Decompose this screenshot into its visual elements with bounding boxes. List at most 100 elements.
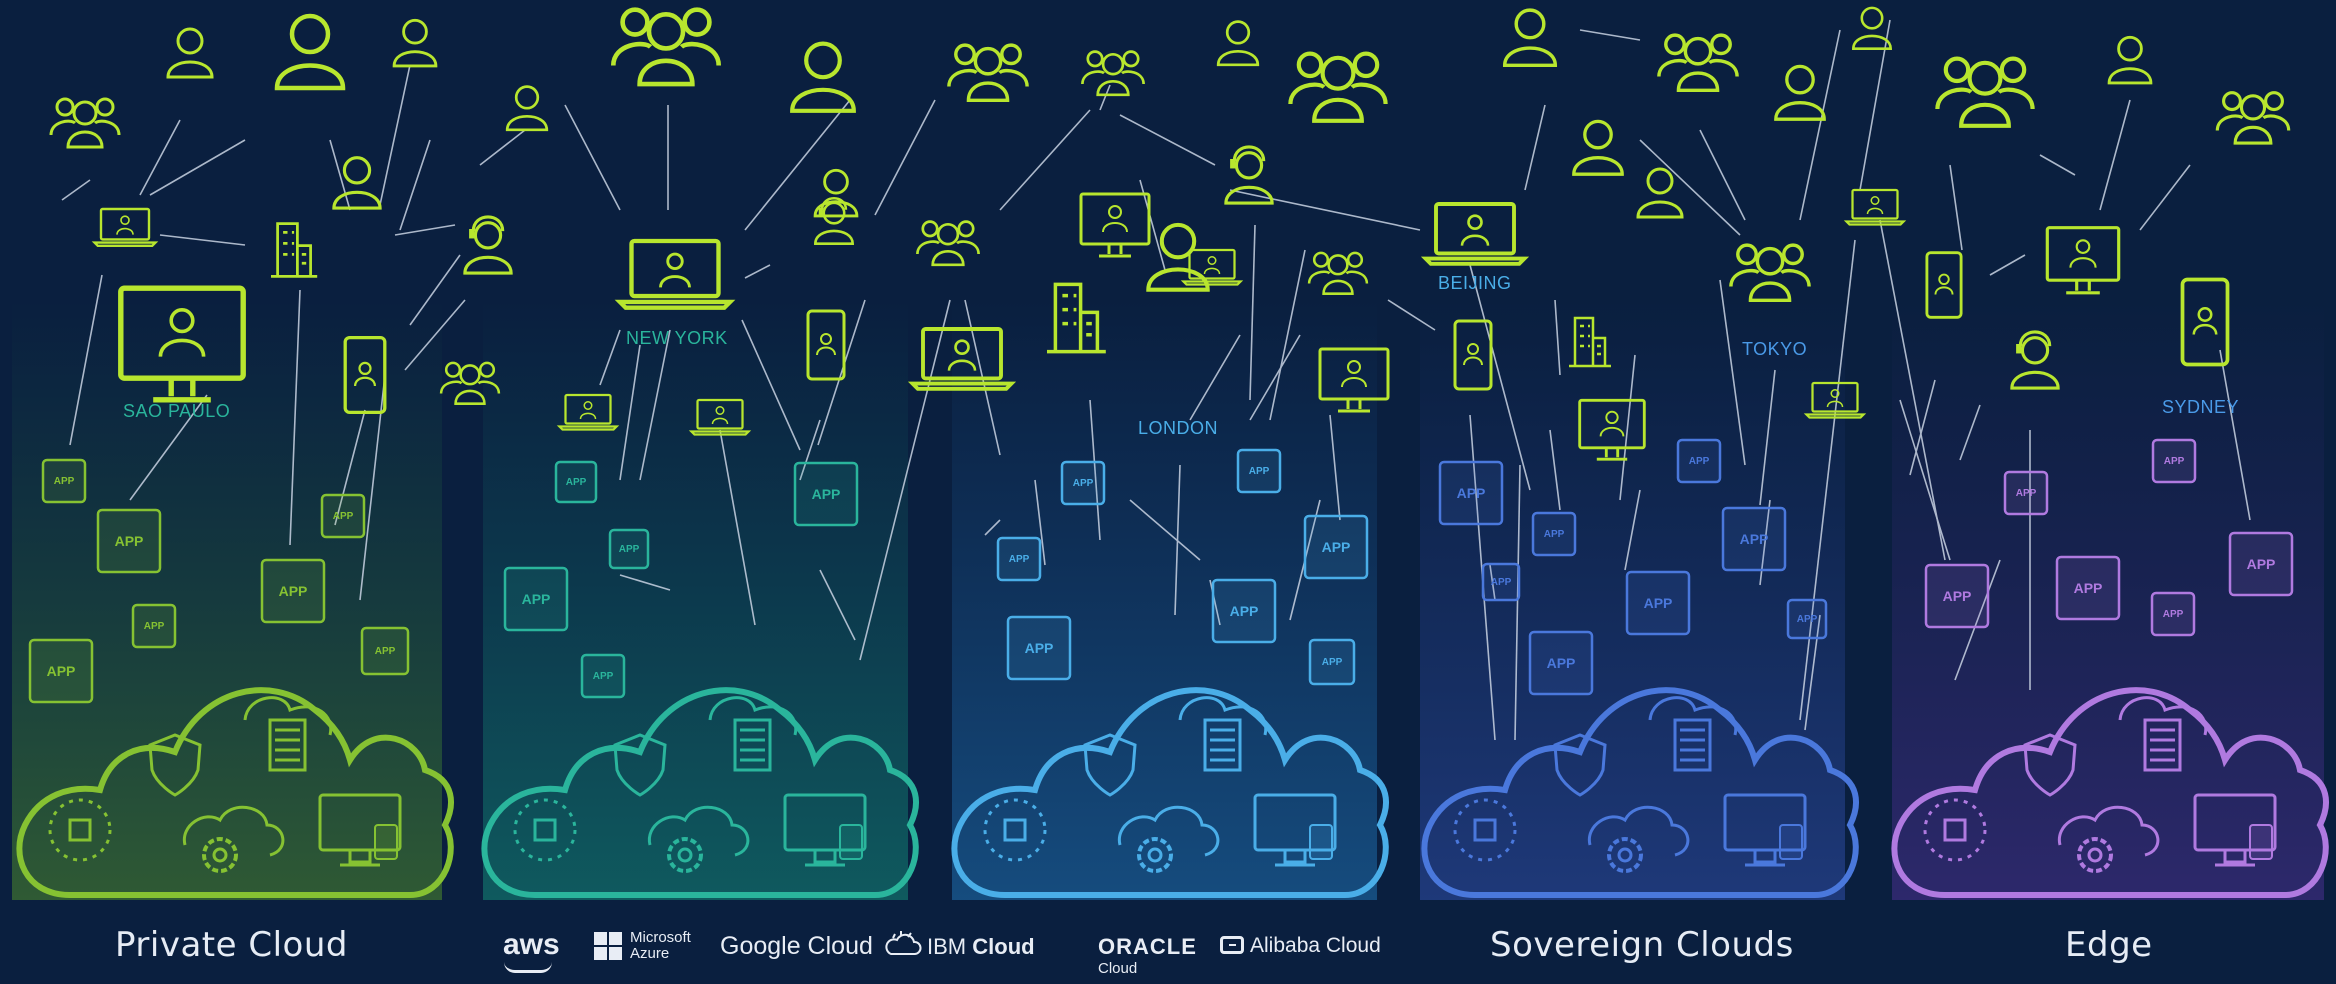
gear-icon xyxy=(1617,847,1633,863)
laptop-icon xyxy=(1180,248,1244,286)
connection-line xyxy=(1799,29,1841,221)
connection-line xyxy=(2099,99,2131,211)
user-group-icon xyxy=(1935,56,2035,128)
connection-line xyxy=(1034,479,1046,566)
app-tile: APP xyxy=(503,566,569,632)
app-tile-box xyxy=(2228,531,2294,597)
caption-edge: Edge xyxy=(2065,925,2153,965)
desktop-monitor-icon xyxy=(340,850,380,867)
cloud-platform xyxy=(16,687,454,898)
app-tile: APP xyxy=(131,603,177,649)
desktop-monitor-icon xyxy=(318,793,402,852)
section-background xyxy=(12,300,442,900)
app-tile-box xyxy=(996,536,1042,582)
app-tile-label: APP xyxy=(1644,595,1673,611)
support-agent-icon xyxy=(814,201,854,245)
tablet-icon xyxy=(2249,824,2273,860)
connection-line xyxy=(2039,154,2076,176)
app-tile-label: APP xyxy=(1544,529,1565,540)
desktop-monitor-icon xyxy=(1253,793,1337,852)
gear-icon xyxy=(677,847,693,863)
connection-line xyxy=(1099,84,1111,111)
app-tile-box xyxy=(1721,506,1787,572)
office-building-icon xyxy=(270,222,318,278)
desktop-monitor-icon xyxy=(1723,793,1807,852)
user-icon xyxy=(1572,119,1624,176)
storage-cloud-icon xyxy=(1178,696,1268,736)
monitor-icon xyxy=(2045,226,2121,295)
app-tile-box xyxy=(96,508,162,574)
app-tile-label: APP xyxy=(2074,580,2103,596)
cloud-outline xyxy=(1891,687,2329,898)
ibm-cloud-logo: IBM Cloud xyxy=(885,931,1035,960)
app-tile: APP xyxy=(260,558,326,624)
connection-line xyxy=(619,574,671,591)
network-hub-icon xyxy=(983,798,1047,862)
connection-line xyxy=(1799,239,1856,721)
app-tile-box xyxy=(1438,460,1504,526)
connection-line xyxy=(399,139,431,231)
app-tile-label: APP xyxy=(1073,478,1094,489)
support-agent-icon xyxy=(2010,336,2060,390)
storage-cloud-icon xyxy=(1648,696,1738,736)
user-icon xyxy=(1852,6,1892,50)
desktop-monitor-icon xyxy=(1745,850,1785,867)
microsoft-grid-icon xyxy=(594,932,622,960)
tablet-icon xyxy=(839,824,863,860)
app-tile-label: APP xyxy=(2016,488,2037,499)
headset-icon xyxy=(469,215,505,239)
connection-line xyxy=(984,519,1001,536)
app-tile: APP xyxy=(1676,438,1722,484)
google-cloud-logo: Google Cloud xyxy=(720,932,873,960)
app-tile-label: APP xyxy=(1025,640,1054,656)
storage-cloud-icon xyxy=(243,696,333,736)
app-tile-label: APP xyxy=(144,621,165,632)
user-group-icon xyxy=(49,97,121,149)
user-group-icon xyxy=(610,7,722,87)
server-rack-icon xyxy=(1673,718,1712,772)
connection-lines xyxy=(61,19,2251,741)
gear-icon xyxy=(667,837,703,873)
connection-line xyxy=(1549,429,1561,511)
connection-line xyxy=(1579,29,1641,41)
ibm-prefix: IBM xyxy=(927,934,967,959)
cloud-platform xyxy=(1421,687,1859,898)
gear-icon xyxy=(1147,847,1163,863)
app-tile-label: APP xyxy=(566,477,587,488)
app-tile-label: APP xyxy=(54,476,75,487)
app-tile-box xyxy=(1676,438,1722,484)
cloud-platform xyxy=(951,687,1389,898)
city-label-beijing: BEIJING xyxy=(1438,273,1512,293)
app-tile: APP xyxy=(1786,598,1828,640)
connection-line xyxy=(741,319,801,451)
user-group-icon xyxy=(1288,51,1388,123)
app-tile-box xyxy=(1786,598,1828,640)
laptop-icon xyxy=(1843,188,1907,226)
connection-line xyxy=(1624,489,1641,571)
app-tile: APP xyxy=(1060,460,1106,506)
connection-line xyxy=(1129,499,1201,561)
app-tile-label: APP xyxy=(1322,539,1351,555)
city-label-new-york: NEW YORK xyxy=(626,328,728,348)
user-icon xyxy=(1636,167,1684,219)
oracle-logo: ORACLE xyxy=(1098,934,1197,959)
network-hub-icon xyxy=(1003,818,1027,842)
user-icon xyxy=(392,18,438,68)
caption-sovereign-clouds: Sovereign Clouds xyxy=(1490,925,1794,965)
app-tile: APP xyxy=(1625,570,1691,636)
smartphone-icon xyxy=(2180,277,2230,367)
desktop-monitor-icon xyxy=(783,793,867,852)
app-tile-box xyxy=(1236,448,1282,494)
config-cloud-icon xyxy=(1587,805,1690,857)
app-tile-box xyxy=(608,528,650,570)
smartphone-icon xyxy=(1453,319,1493,391)
connection-line xyxy=(1514,464,1521,741)
connection-line xyxy=(1189,334,1241,421)
network-hub-icon xyxy=(1453,798,1517,862)
app-tile: APP xyxy=(1721,506,1787,572)
alibaba-label: Alibaba Cloud xyxy=(1250,934,1381,957)
app-tile-label: APP xyxy=(812,486,841,502)
app-tile-box xyxy=(2151,438,2197,484)
gear-icon xyxy=(1137,837,1173,873)
network-hub-icon xyxy=(68,818,92,842)
